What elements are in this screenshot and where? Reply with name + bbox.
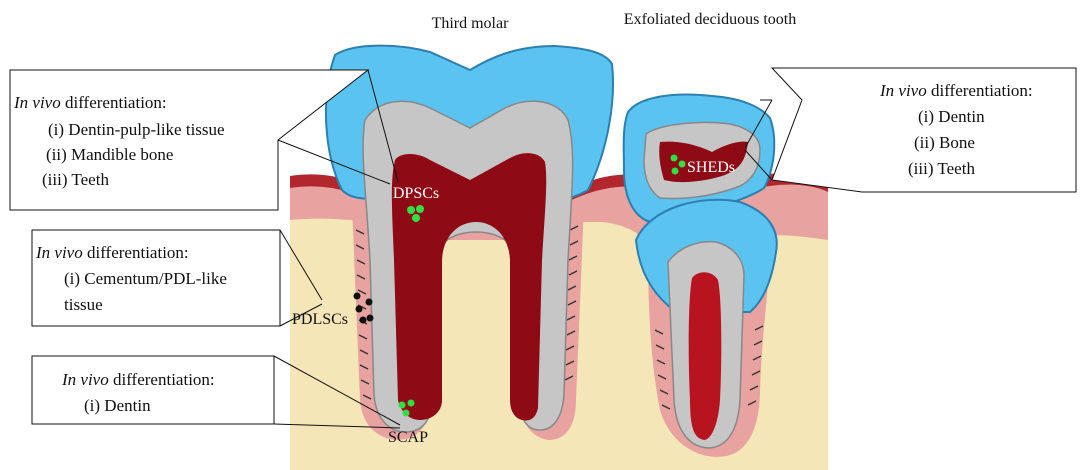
shed-dot bbox=[671, 155, 678, 162]
scap-label: SCAP bbox=[388, 429, 428, 446]
scap-callout: In vivo differentiation: (i) Dentin bbox=[32, 356, 274, 424]
pdlsc-callout-title: In vivo differentiation: bbox=[35, 243, 189, 262]
pdlsc-label: PDLSCs bbox=[292, 311, 348, 328]
scap-callout-box bbox=[32, 356, 274, 424]
pdlsc-callout-item-2: tissue bbox=[64, 295, 103, 314]
scap-callout-item-1: (i) Dentin bbox=[84, 396, 151, 415]
dpsc-callout-title: In vivo differentiation: bbox=[13, 93, 167, 112]
pdlsc-dot bbox=[360, 317, 367, 324]
scap-dot bbox=[399, 402, 406, 409]
dpsc-label: DPSCs bbox=[393, 185, 439, 202]
scap-dot bbox=[403, 410, 410, 417]
shed-callout-item-3: (iii) Teeth bbox=[908, 159, 975, 178]
dpsc-callout-item-2: (ii) Mandible bone bbox=[46, 145, 173, 164]
scap-dot bbox=[408, 400, 415, 407]
pdlsc-dot bbox=[366, 299, 373, 306]
pdlsc-callout-item-1: (i) Cementum/PDL-like bbox=[64, 269, 227, 288]
dpsc-dot bbox=[412, 214, 420, 222]
shed-callout-item-1: (i) Dentin bbox=[918, 107, 985, 126]
shed-callout: In vivo differentiation: (i) Dentin (ii)… bbox=[772, 68, 1076, 192]
deciduous-tooth-title: Exfoliated deciduous tooth bbox=[624, 11, 796, 28]
third-molar-title: Third molar bbox=[432, 15, 510, 32]
shed-dot bbox=[679, 161, 686, 168]
successor-pulp bbox=[689, 272, 722, 440]
shed-dot bbox=[672, 168, 679, 175]
pdlsc-dot bbox=[367, 315, 374, 322]
shed-callout-item-2: (ii) Bone bbox=[914, 133, 975, 152]
shed-callout-title: In vivo differentiation: bbox=[879, 81, 1033, 100]
scap-callout-title: In vivo differentiation: bbox=[61, 370, 215, 389]
shed-label: SHEDs bbox=[687, 159, 735, 176]
dpsc-dot bbox=[407, 206, 415, 214]
dpsc-dot bbox=[416, 205, 424, 213]
pdlsc-callout: In vivo differentiation: (i) Cementum/PD… bbox=[32, 230, 280, 326]
pdlsc-dot bbox=[354, 293, 361, 300]
dpsc-callout-item-1: (i) Dentin-pulp-like tissue bbox=[48, 120, 225, 139]
pdlsc-dot bbox=[356, 306, 363, 313]
dpsc-callout-item-3: (iii) Teeth bbox=[42, 170, 109, 189]
